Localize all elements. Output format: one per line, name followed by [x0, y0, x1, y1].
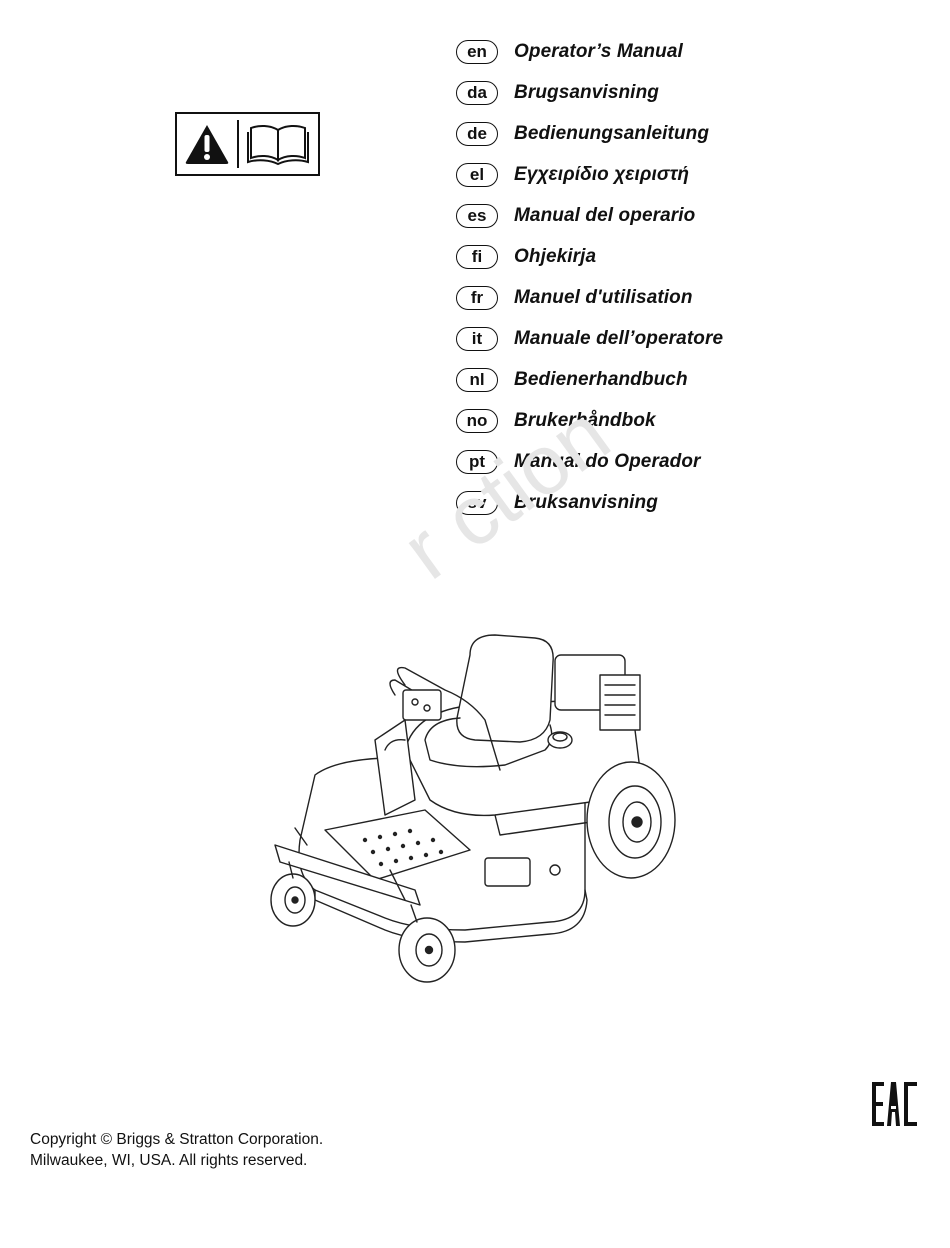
manual-title: Ohjekirja	[514, 245, 597, 267]
manual-title: Manuel d'utilisation	[514, 286, 693, 308]
language-row: es Manual del operario	[456, 195, 876, 236]
language-row: de Bedienungsanleitung	[456, 113, 876, 154]
eac-mark-icon	[872, 1082, 918, 1126]
safety-box-divider	[237, 120, 239, 168]
language-row: fi Ohjekirja	[456, 236, 876, 277]
language-code-badge: el	[456, 162, 498, 187]
language-row: sv Bruksanvisning	[456, 482, 876, 523]
manual-title: Manual del operario	[514, 204, 696, 226]
mower-illustration	[255, 600, 695, 1020]
language-code-badge: en	[456, 39, 498, 64]
copyright-line: Milwaukee, WI, USA. All rights reserved.	[30, 1152, 308, 1169]
warning-triangle-icon	[177, 114, 237, 174]
language-row: nl Bedienerhandbuch	[456, 359, 876, 400]
language-code-badge: sv	[456, 490, 498, 515]
language-row: it Manuale dell’operatore	[456, 318, 876, 359]
open-book-icon	[239, 114, 319, 174]
language-code-badge: no	[456, 408, 498, 433]
manual-title: Brukerhåndbok	[514, 409, 656, 431]
language-code-badge: it	[456, 326, 498, 351]
manual-title: Brugsanvisning	[514, 81, 659, 103]
language-row: da Brugsanvisning	[456, 72, 876, 113]
manual-title: Manual do Operador	[514, 450, 701, 472]
language-code-badge: da	[456, 80, 498, 105]
safety-symbols-box	[175, 112, 320, 176]
manual-title: Εγχειρίδιο χειριστή	[514, 163, 690, 185]
language-code-badge: pt	[456, 449, 498, 474]
copyright-line: Copyright © Briggs & Stratton Corporatio…	[30, 1131, 324, 1148]
language-row: en Operator’s Manual	[456, 31, 876, 72]
copyright-notice: Copyright © Briggs & Stratton Corporatio…	[30, 1129, 323, 1171]
manual-title: Bruksanvisning	[514, 491, 658, 513]
manual-title: Manuale dell’operatore	[514, 327, 724, 349]
language-row: no Brukerhåndbok	[456, 400, 876, 441]
language-code-badge: de	[456, 121, 498, 146]
language-row: pt Manual do Operador	[456, 441, 876, 482]
language-row: el Εγχειρίδιο χειριστή	[456, 154, 876, 195]
language-code-badge: es	[456, 203, 498, 228]
language-code-badge: fr	[456, 285, 498, 310]
manual-title: Operator’s Manual	[514, 40, 683, 62]
manual-title: Bedienerhandbuch	[514, 368, 688, 390]
manual-title: Bedienungsanleitung	[514, 122, 710, 144]
language-code-badge: fi	[456, 244, 498, 269]
language-list: en Operator’s Manual da Brugsanvisning d…	[456, 31, 876, 523]
language-row: fr Manuel d'utilisation	[456, 277, 876, 318]
language-code-badge: nl	[456, 367, 498, 392]
